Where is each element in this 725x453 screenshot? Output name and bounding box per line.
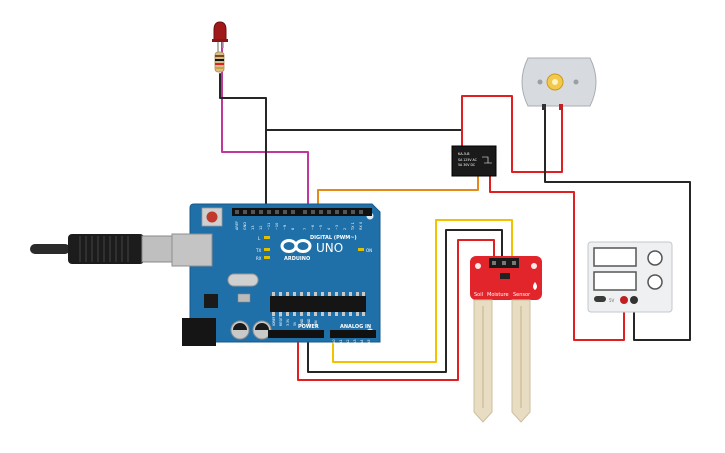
wire-sensor-gnd	[307, 229, 503, 373]
svg-text:KA-5-B: KA-5-B	[458, 152, 470, 156]
led-rim	[212, 39, 228, 42]
svg-text:Soil: Soil	[474, 292, 483, 298]
svg-text:A0: A0	[332, 339, 336, 344]
wire-signal-to-relay	[317, 175, 479, 213]
svg-text:A4: A4	[360, 339, 364, 344]
dc-motor	[521, 57, 597, 110]
usb-plug-housing	[68, 234, 144, 264]
analog-pin-labels: A0 A1 A2 A3 A4 A5	[332, 339, 371, 344]
power-pin-labels: IOREF RESET 3.3V 5V GND GND VIN	[272, 316, 318, 326]
wire-relay-to-psu	[489, 175, 625, 341]
on-led-label: ON	[366, 248, 372, 253]
psu-knob-voltage[interactable]	[647, 250, 663, 266]
svg-text:12: 12	[259, 226, 263, 230]
svg-text:GND: GND	[300, 318, 304, 326]
power-header	[268, 330, 324, 338]
svg-text:TX 1: TX 1	[351, 222, 355, 231]
svg-text:RESET: RESET	[279, 316, 283, 326]
svg-text:A2: A2	[346, 339, 350, 344]
bench-power-supply: 5V	[587, 241, 673, 313]
wire-motor-to-psu	[544, 107, 691, 341]
psu-display-bottom	[593, 271, 637, 291]
digital-header	[232, 208, 372, 216]
psu-terminal-negative	[630, 296, 638, 304]
uno-label: UNO	[316, 241, 343, 255]
svg-text:~9: ~9	[283, 225, 287, 230]
led-body	[213, 21, 227, 41]
l-led-label: L	[258, 236, 261, 241]
svg-text:~6: ~6	[311, 225, 315, 230]
svg-text:8: 8	[291, 228, 295, 230]
svg-text:~5: ~5	[319, 225, 323, 230]
small-regulator	[237, 293, 251, 303]
arduino-logo-icon	[280, 239, 312, 253]
psu-terminal-positive	[620, 296, 628, 304]
svg-text:A3: A3	[353, 339, 357, 344]
svg-text:RX 0: RX 0	[359, 222, 363, 230]
svg-text:~10: ~10	[275, 223, 279, 230]
analog-header	[330, 330, 376, 338]
svg-text:VIN: VIN	[314, 320, 318, 326]
atmega-chip	[270, 296, 366, 312]
usb-cable	[30, 234, 177, 264]
svg-text:Sensor: Sensor	[513, 292, 531, 298]
usb-cable-wire	[30, 244, 70, 254]
svg-text:GND: GND	[307, 318, 311, 326]
relay-body	[451, 145, 497, 177]
svg-text:Moisture: Moisture	[487, 292, 509, 298]
svg-text:2: 2	[343, 228, 347, 230]
svg-text:AREF: AREF	[235, 221, 239, 230]
svg-text:~3: ~3	[335, 225, 339, 230]
usb-controller-chip	[204, 294, 218, 308]
wire-sensor-signal	[332, 219, 513, 363]
crystal-oscillator	[227, 273, 259, 287]
rx-led-label: RX	[256, 256, 262, 261]
svg-text:A1: A1	[339, 339, 343, 344]
svg-text:13: 13	[251, 226, 255, 230]
digital-section-label: DIGITAL (PWM~)	[310, 235, 357, 241]
wire-led-to-gnd	[219, 73, 267, 213]
wire-gnd-to-relay	[265, 129, 463, 149]
wire-sensor-vcc	[297, 239, 495, 381]
svg-text:5V: 5V	[293, 321, 297, 326]
analog-section-label: ANALOG IN	[340, 324, 371, 330]
svg-text:GND: GND	[243, 222, 247, 230]
psu-label: 5V	[609, 298, 615, 303]
dc-power-jack	[182, 318, 216, 346]
arduino-uno-board: AREF GND 13 12 ~11 ~10 ~9 8 7 ~6 ~5 4 ~3…	[171, 203, 381, 346]
digital-pin-labels: AREF GND 13 12 ~11 ~10 ~9 8 7 ~6 ~5 4 ~3…	[235, 221, 363, 231]
svg-text:SA 125V AC: SA 125V AC	[458, 158, 478, 162]
psu-knob-current[interactable]	[647, 274, 663, 290]
svg-text:3.3V: 3.3V	[286, 318, 290, 326]
relay-module: KA-5-B SA 125V AC 5A 30V DC	[451, 145, 497, 177]
usb-jack	[171, 233, 213, 267]
svg-text:5A 30V DC: 5A 30V DC	[458, 163, 476, 167]
soil-moisture-sensor: Soil Moisture Sensor	[470, 256, 542, 423]
wire-relay-to-motor	[461, 95, 563, 173]
usb-plug-metal	[141, 235, 177, 263]
power-section-label: POWER	[298, 324, 319, 330]
tx-led-label: TX	[255, 248, 261, 253]
svg-text:IOREF: IOREF	[272, 316, 276, 326]
svg-text:7: 7	[303, 228, 307, 230]
led-component	[212, 21, 228, 73]
wires	[219, 39, 691, 381]
arduino-brand-label: ARDUINO	[284, 256, 310, 262]
svg-text:4: 4	[327, 227, 331, 230]
psu-power-switch[interactable]	[594, 296, 606, 302]
svg-text:A5: A5	[367, 339, 371, 344]
svg-text:~11: ~11	[267, 223, 271, 230]
psu-display-top	[593, 247, 637, 267]
